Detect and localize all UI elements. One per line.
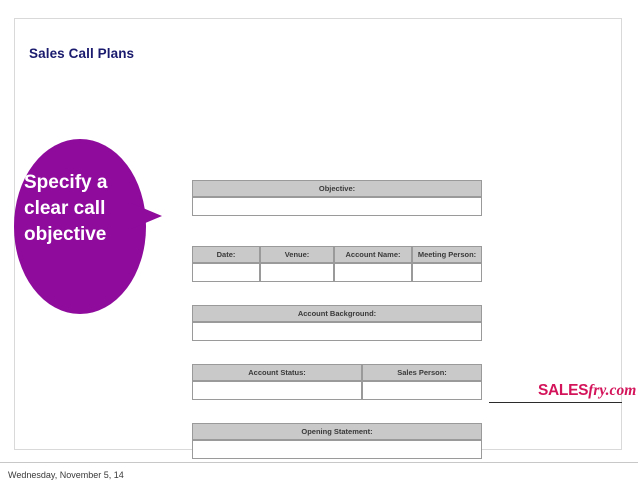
page-title: Sales Call Plans [29, 46, 135, 61]
salesfry-logo: SALESfry.com [538, 382, 636, 400]
details-header-venue: Venue: [260, 246, 334, 263]
objective-header: Objective: [192, 180, 482, 197]
details-header-meeting-person: Meeting Person: [412, 246, 482, 263]
table-row [192, 197, 482, 216]
status-block: Account Status: Sales Person: [192, 364, 482, 400]
status-header-sales-person: Sales Person: [362, 364, 482, 381]
table-row [192, 322, 482, 341]
objective-value[interactable] [192, 197, 482, 216]
table-row: Account Status: Sales Person: [192, 364, 482, 381]
account-background-header: Account Background: [192, 305, 482, 322]
callout-bubble [14, 139, 146, 314]
details-header-account-name: Account Name: [334, 246, 412, 263]
details-header-date: Date: [192, 246, 260, 263]
details-value-meeting-person[interactable] [412, 263, 482, 282]
opening-statement-block: Opening Statement: [192, 423, 482, 459]
logo-sales-text: SALES [538, 382, 589, 399]
opening-statement-value[interactable] [192, 440, 482, 459]
details-block: Date: Venue: Account Name: Meeting Perso… [192, 246, 482, 282]
table-row [192, 440, 482, 459]
objective-block: Objective: [192, 180, 482, 216]
callout-tail [131, 203, 162, 229]
details-value-account-name[interactable] [334, 263, 412, 282]
table-row: Date: Venue: Account Name: Meeting Perso… [192, 246, 482, 263]
opening-statement-header: Opening Statement: [192, 423, 482, 440]
status-header-account-status: Account Status: [192, 364, 362, 381]
details-value-date[interactable] [192, 263, 260, 282]
table-row: Account Background: [192, 305, 482, 322]
table-row: Objective: [192, 180, 482, 197]
table-row [192, 381, 482, 400]
account-background-value[interactable] [192, 322, 482, 341]
footer-divider [0, 462, 638, 463]
table-row: Opening Statement: [192, 423, 482, 440]
table-row [192, 263, 482, 282]
status-value-account-status[interactable] [192, 381, 362, 400]
callout-text: Specify a clear call objective [24, 172, 108, 245]
logo-underline [489, 402, 622, 403]
account-background-block: Account Background: [192, 305, 482, 341]
footer-date: Wednesday, November 5, 14 [8, 470, 124, 480]
status-value-sales-person[interactable] [362, 381, 482, 400]
details-value-venue[interactable] [260, 263, 334, 282]
logo-fry-text: fry.com [588, 382, 637, 399]
